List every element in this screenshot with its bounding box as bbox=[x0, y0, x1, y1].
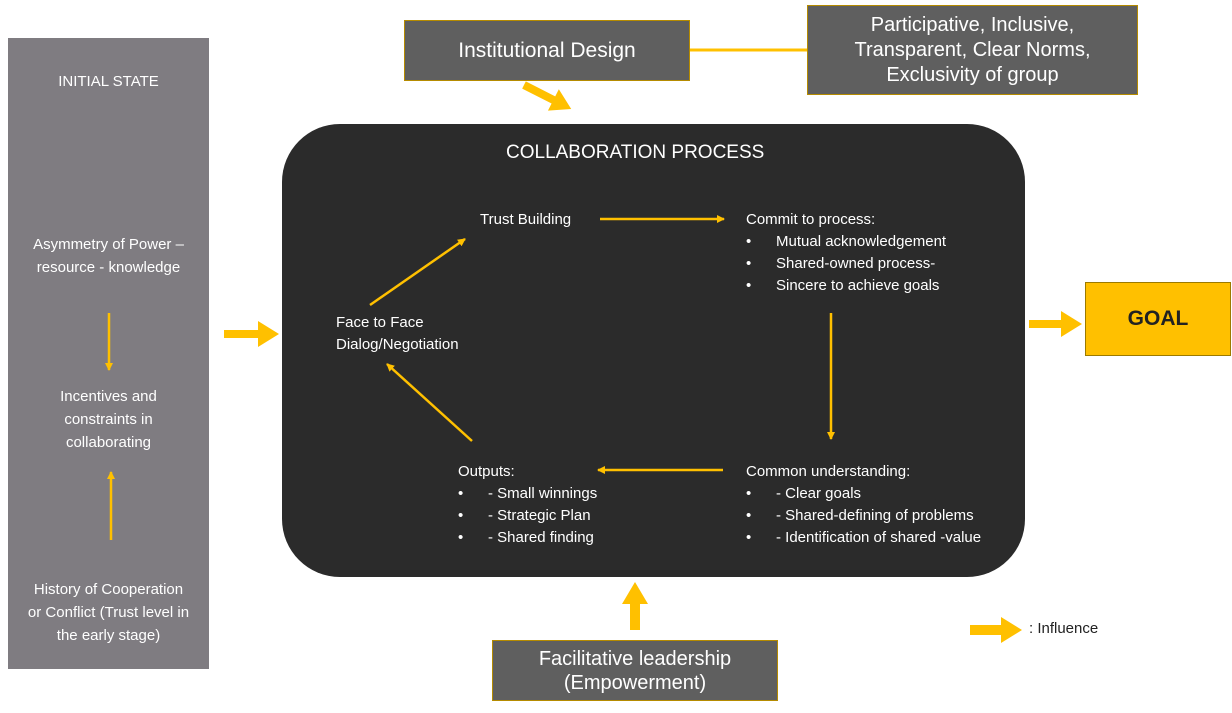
commit-block: Commit to process: Mutual acknowledgemen… bbox=[746, 209, 946, 297]
list-item: - Identification of shared -value bbox=[746, 527, 981, 549]
asymmetry-line-2: resource - knowledge bbox=[36, 259, 181, 276]
institutional-influence-arrow bbox=[522, 81, 572, 111]
legend-label: : Influence bbox=[1029, 620, 1099, 637]
history-line-2: or Conflict (Trust level in bbox=[27, 604, 190, 621]
face-to-face-line-1: Face to Face bbox=[336, 314, 424, 331]
goal-label: GOAL bbox=[1127, 307, 1189, 330]
history-line-1: History of Cooperation bbox=[33, 581, 184, 598]
outputs-list: - Small winnings - Strategic Plan - Shar… bbox=[458, 483, 597, 549]
commit-list: Mutual acknowledgement Shared-owned proc… bbox=[746, 231, 946, 297]
incentives-line-3: collaborating bbox=[65, 434, 152, 451]
norms-line-2: Transparent, Clear Norms, bbox=[854, 38, 1091, 61]
facilitative-line-1: Facilitative leadership bbox=[538, 647, 732, 670]
facilitative-influence-arrow bbox=[622, 582, 648, 630]
list-item: - Shared-defining of problems bbox=[746, 505, 981, 527]
list-item: Shared-owned process- bbox=[746, 253, 946, 275]
institutional-design-label: Institutional Design bbox=[458, 38, 636, 62]
process-title: COLLABORATION PROCESS bbox=[506, 142, 765, 163]
list-item: - Shared finding bbox=[458, 527, 597, 549]
initial-state-influence-arrow bbox=[224, 321, 279, 347]
common-understanding-list: - Clear goals - Shared-defining of probl… bbox=[746, 483, 981, 549]
incentives-line-2: constraints in bbox=[64, 411, 153, 428]
incentives-line-1: Incentives and bbox=[60, 388, 157, 405]
goal-influence-arrow bbox=[1029, 311, 1082, 337]
norms-line-3: Exclusivity of group bbox=[886, 63, 1059, 86]
outputs-block: Outputs: - Small winnings - Strategic Pl… bbox=[458, 461, 597, 549]
list-item: - Small winnings bbox=[458, 483, 597, 505]
list-item: Sincere to achieve goals bbox=[746, 275, 946, 297]
face-to-face-line-2: Dialog/Negotiation bbox=[336, 336, 459, 353]
facilitative-leadership-box: Facilitative leadership (Empowerment) bbox=[492, 640, 778, 701]
common-understanding-title: Common understanding: bbox=[746, 463, 911, 480]
legend-arrow-icon bbox=[970, 617, 1022, 643]
collaboration-process-box: COLLABORATION PROCESS Trust Building Fac… bbox=[282, 124, 1025, 577]
outputs-title: Outputs: bbox=[458, 463, 515, 480]
trust-building-label: Trust Building bbox=[480, 211, 572, 228]
goal-box: GOAL bbox=[1085, 282, 1231, 356]
list-item: - Clear goals bbox=[746, 483, 981, 505]
list-item: Mutual acknowledgement bbox=[746, 231, 946, 253]
commit-title: Commit to process: bbox=[746, 211, 876, 228]
common-understanding-block: Common understanding: - Clear goals - Sh… bbox=[746, 461, 981, 549]
asymmetry-line-1: Asymmetry of Power – bbox=[33, 236, 184, 253]
institutional-design-box: Institutional Design bbox=[404, 20, 690, 81]
facilitative-line-2: (Empowerment) bbox=[563, 671, 707, 694]
norms-line-1: Participative, Inclusive, bbox=[870, 13, 1075, 36]
list-item: - Strategic Plan bbox=[458, 505, 597, 527]
initial-state-panel: INITIAL STATE Asymmetry of Power – resou… bbox=[8, 38, 209, 669]
history-line-3: the early stage) bbox=[56, 627, 161, 644]
norms-box: Participative, Inclusive, Transparent, C… bbox=[807, 5, 1138, 95]
initial-state-title: INITIAL STATE bbox=[58, 73, 159, 90]
